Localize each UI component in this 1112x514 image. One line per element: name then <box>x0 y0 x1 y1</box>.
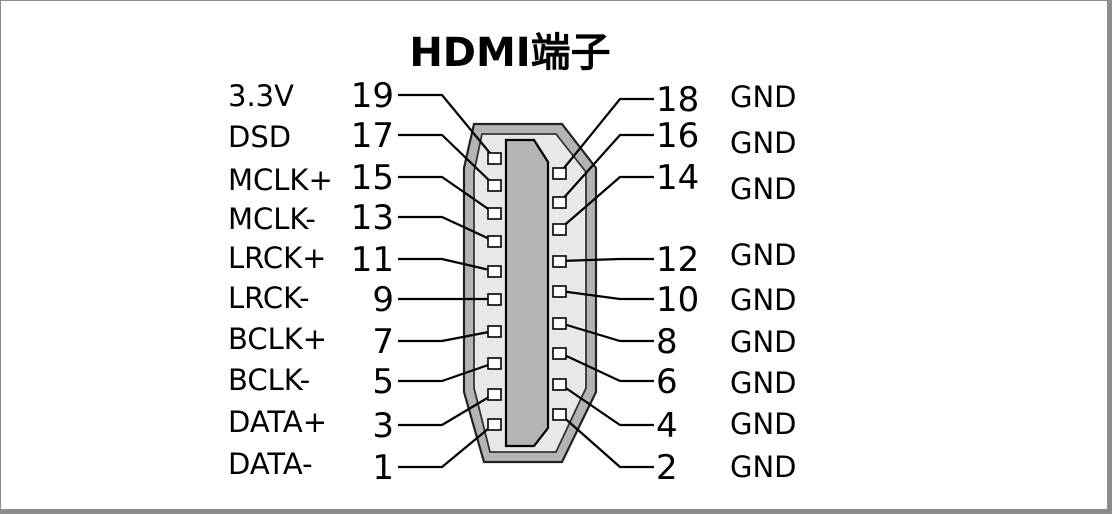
pin-wire-16 <box>559 133 654 203</box>
pin-contact-1 <box>487 418 502 431</box>
pin-signal-11: LRCK+ <box>228 241 326 275</box>
pin-contact-9 <box>487 293 502 306</box>
pin-wire-5 <box>398 361 495 383</box>
pin-wire-6 <box>559 352 654 383</box>
connector-center-tongue <box>504 138 550 448</box>
pin-contact-16 <box>552 196 567 209</box>
pin-contact-14 <box>552 223 567 236</box>
pin-contact-13 <box>487 235 502 248</box>
diagram-title: HDMI端子 <box>409 30 610 76</box>
pin-number-19: 19 <box>351 76 394 116</box>
pin-number-13: 13 <box>351 198 394 238</box>
pin-wire-7 <box>398 329 495 343</box>
pin-signal-12: GND <box>730 238 797 272</box>
pin-number-15: 15 <box>351 158 394 198</box>
pin-number-16: 16 <box>656 116 699 156</box>
pin-wire-1 <box>398 423 495 469</box>
pin-number-12: 12 <box>656 240 699 280</box>
pin-wire-18 <box>559 97 654 174</box>
pin-number-6: 6 <box>656 362 678 402</box>
pin-contact-4 <box>552 378 567 391</box>
pin-number-10: 10 <box>656 280 699 320</box>
pin-number-18: 18 <box>656 80 699 120</box>
pin-wire-13 <box>398 215 495 242</box>
pin-number-5: 5 <box>372 362 394 402</box>
pin-contact-12 <box>552 255 567 268</box>
pin-signal-3: DATA+ <box>228 405 327 439</box>
pin-signal-8: GND <box>730 325 797 359</box>
pin-signal-7: BCLK+ <box>228 322 327 356</box>
pin-wire-17 <box>398 133 495 186</box>
pin-wire-10 <box>559 289 654 301</box>
pin-signal-19: 3.3V <box>228 79 294 113</box>
pin-contact-11 <box>487 265 502 278</box>
pin-number-8: 8 <box>656 322 678 362</box>
pin-signal-9: LRCK- <box>228 281 310 315</box>
pin-contact-18 <box>552 167 567 180</box>
pin-signal-2: GND <box>730 450 797 484</box>
pin-signal-16: GND <box>730 126 797 160</box>
pin-contact-5 <box>487 357 502 370</box>
pin-number-2: 2 <box>656 448 678 488</box>
frame-shadow-bottom <box>0 509 1112 514</box>
pin-signal-10: GND <box>730 283 797 317</box>
pin-contact-17 <box>487 179 502 192</box>
pin-signal-5: BCLK- <box>228 363 310 397</box>
pin-number-3: 3 <box>372 406 394 446</box>
pin-contact-3 <box>487 388 502 401</box>
pin-wires <box>398 93 654 469</box>
pin-signal-13: MCLK- <box>228 202 316 236</box>
pin-wire-4 <box>559 383 654 427</box>
pin-wire-2 <box>559 413 654 469</box>
pin-signal-14: GND <box>730 172 797 206</box>
pin-number-9: 9 <box>372 280 394 320</box>
pin-wire-12 <box>559 257 654 263</box>
pin-contact-2 <box>552 408 567 421</box>
pin-signal-6: GND <box>730 366 797 400</box>
pin-contact-15 <box>487 207 502 220</box>
pin-number-4: 4 <box>656 406 678 446</box>
pin-number-7: 7 <box>372 322 394 362</box>
pin-wire-19 <box>398 93 495 159</box>
frame-shadow-right <box>1107 0 1112 514</box>
pin-wire-15 <box>398 175 495 214</box>
pin-wire-11 <box>398 257 495 273</box>
pin-contact-7 <box>487 325 502 338</box>
pin-contact-8 <box>552 317 567 330</box>
pin-contact-6 <box>552 347 567 360</box>
pin-signal-1: DATA- <box>228 447 313 481</box>
pin-contact-10 <box>552 285 567 298</box>
pin-signal-15: MCLK+ <box>228 163 333 197</box>
pin-wire-14 <box>559 175 654 230</box>
pin-wire-8 <box>559 321 654 343</box>
pin-signal-4: GND <box>730 407 797 441</box>
pin-number-17: 17 <box>351 116 394 156</box>
pin-number-11: 11 <box>351 240 394 280</box>
pin-signal-18: GND <box>730 80 797 114</box>
contact-pins <box>487 152 567 431</box>
pin-labels: 193.3V17DSD15MCLK+13MCLK-11LRCK+9LRCK-7B… <box>228 76 797 488</box>
pin-signal-17: DSD <box>228 120 291 154</box>
pin-wire-3 <box>398 393 495 427</box>
pin-contact-19 <box>487 152 502 165</box>
pin-number-1: 1 <box>372 448 394 488</box>
pin-number-14: 14 <box>656 158 699 198</box>
